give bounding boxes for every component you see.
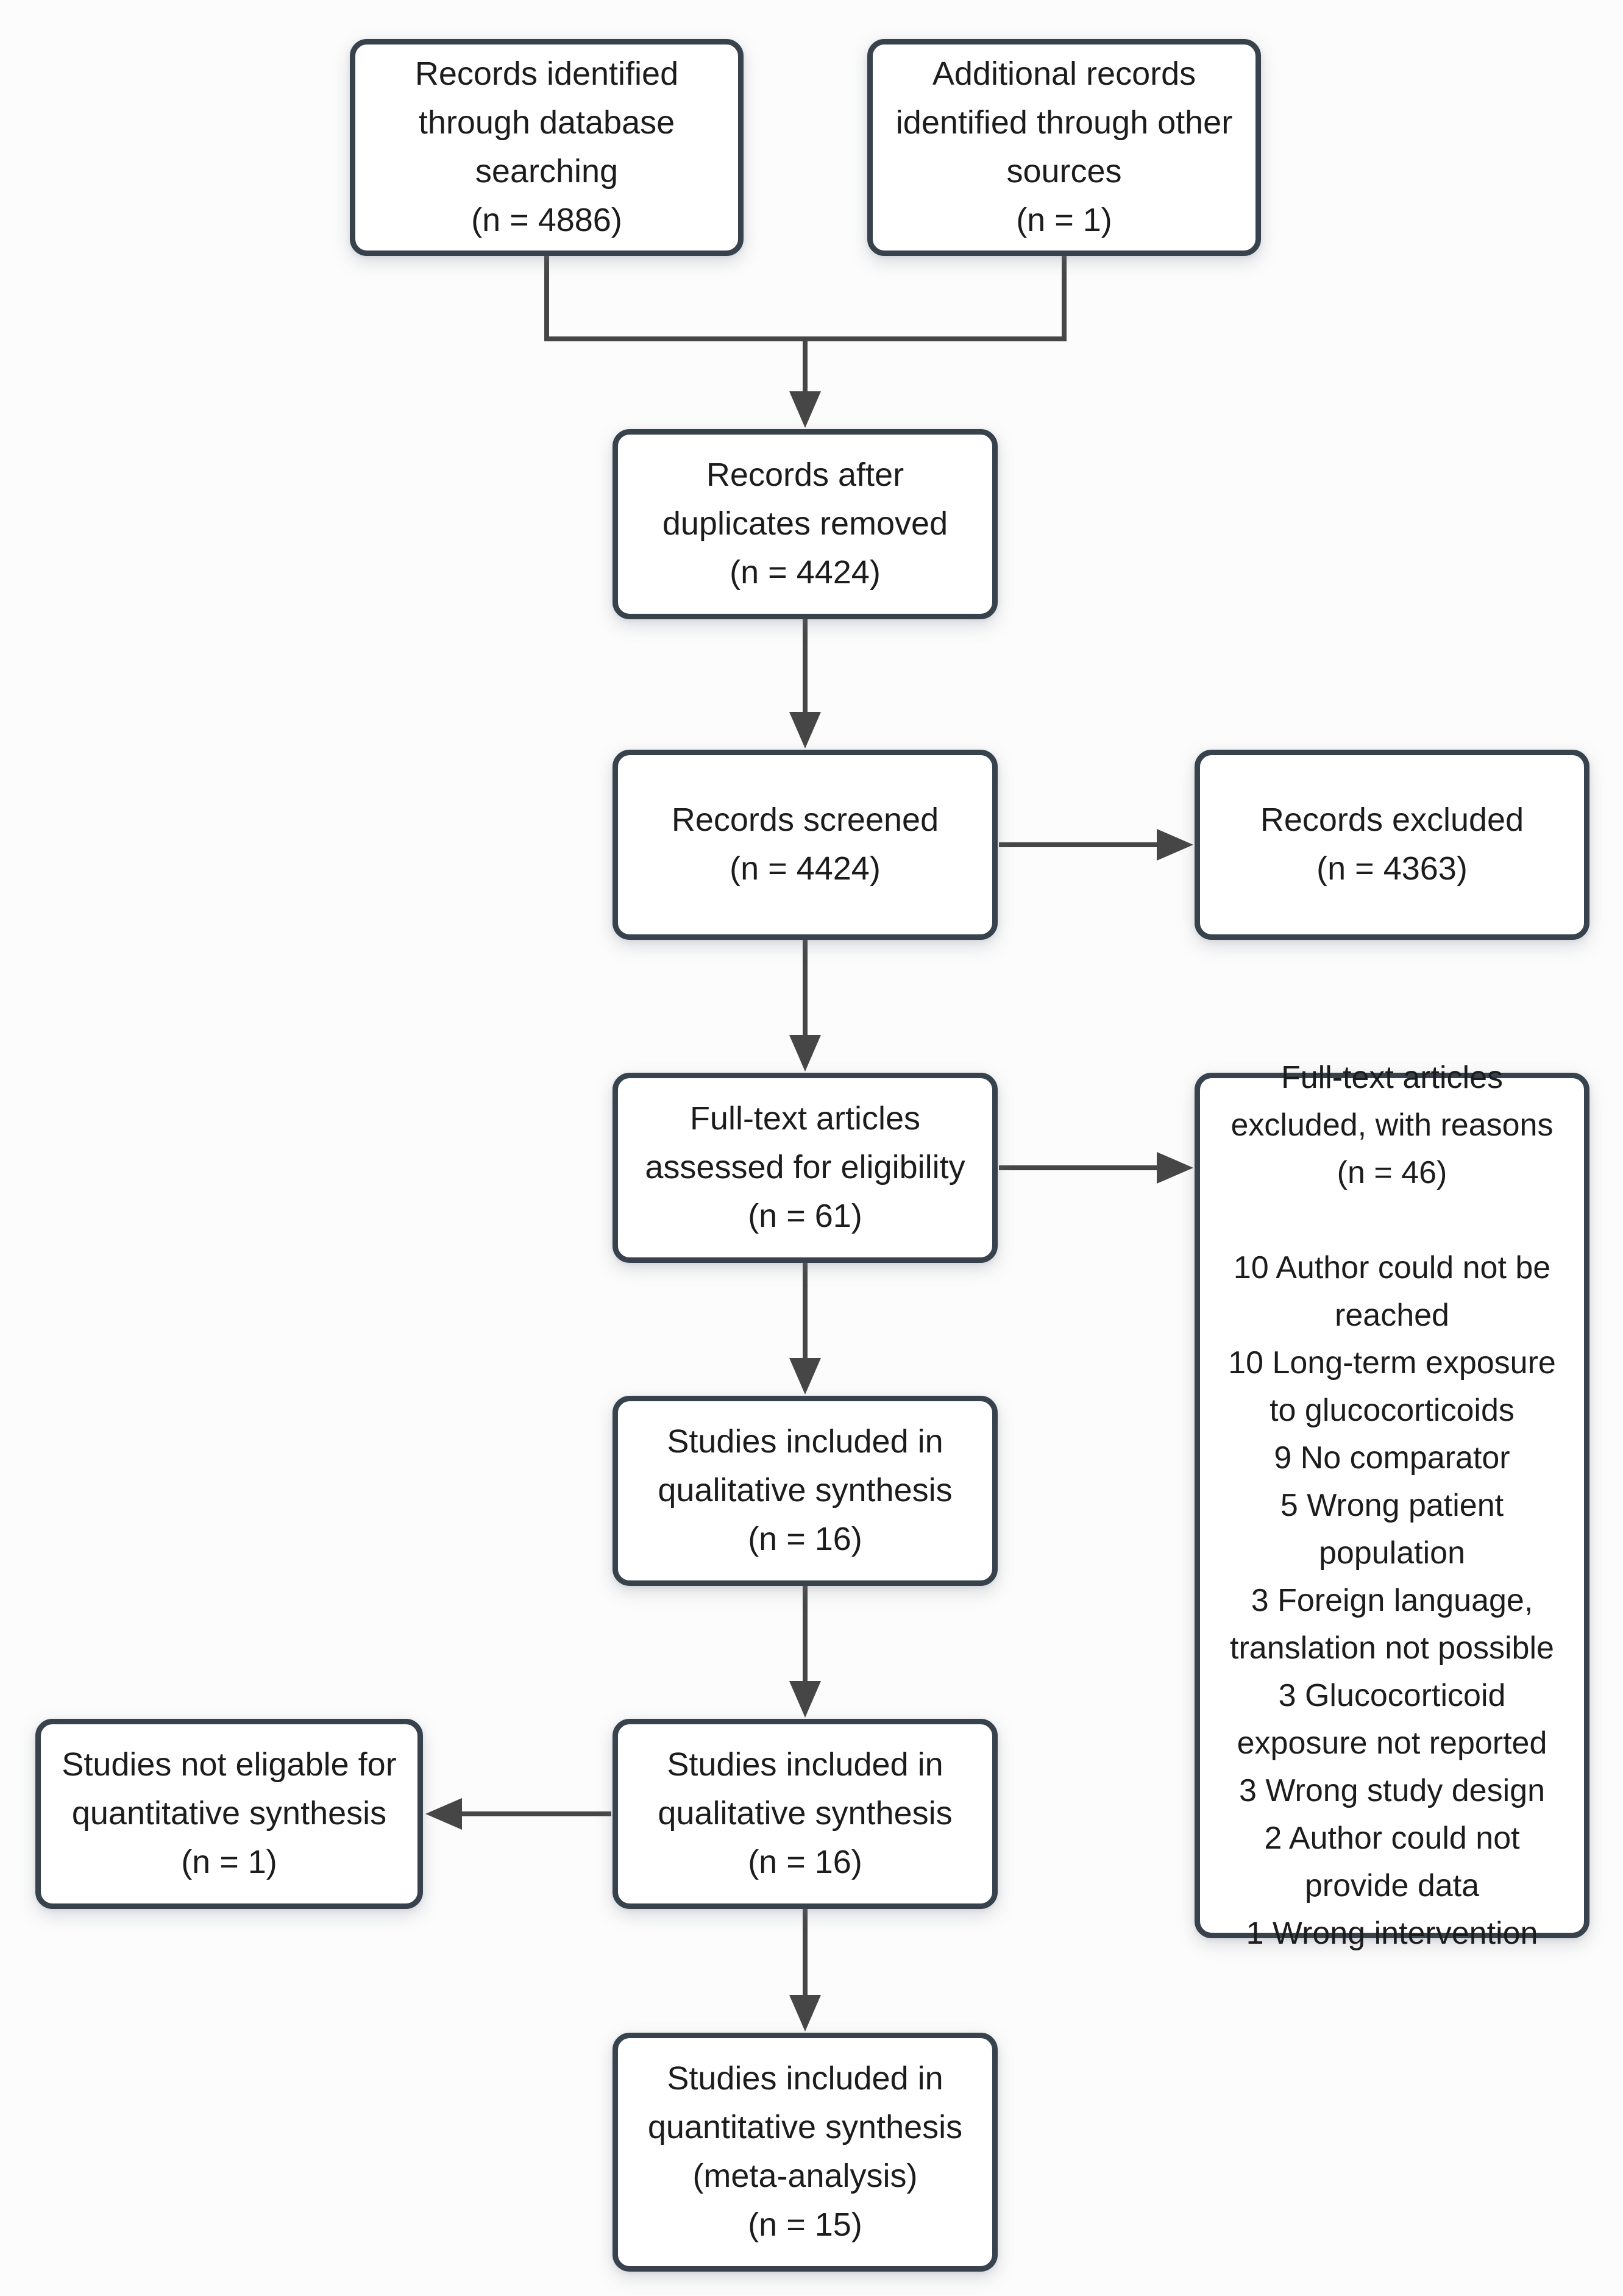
- node-additional-records: Additional records identified through ot…: [867, 39, 1261, 256]
- arrowhead-qualitative2-to-noteligable: [425, 1798, 462, 1830]
- node-quantitative-synthesis-text: Studies included in quantitative synthes…: [647, 2060, 963, 2243]
- node-qualitative-synthesis-2-text: Studies included in qualitative synthesi…: [658, 1746, 953, 1880]
- node-not-eligable-quantitative: Studies not eligable for quantitative sy…: [35, 1719, 423, 1909]
- arrowhead-fulltext-to-reasons: [1157, 1152, 1193, 1184]
- node-fulltext-excluded-reasons: Full-text articles excluded, with reason…: [1195, 1060, 1589, 1951]
- node-qualitative-synthesis-2: Studies included in qualitative synthesi…: [613, 1719, 998, 1909]
- node-fulltext-assessed: Full-text articles assessed for eligibil…: [613, 1073, 998, 1263]
- arrowhead-screened-to-excluded: [1157, 829, 1193, 861]
- node-qualitative-synthesis-1-text: Studies included in qualitative synthesi…: [658, 1423, 953, 1557]
- arrowhead-fulltext-to-qualitative1: [789, 1358, 821, 1395]
- node-fulltext-excluded-reasons-text: Full-text articles excluded, with reason…: [1228, 1060, 1556, 1951]
- node-qualitative-synthesis-1: Studies included in qualitative synthesi…: [613, 1396, 998, 1586]
- arrowhead-screened-to-fulltext: [789, 1035, 821, 1072]
- node-after-duplicates-text: Records after duplicates removed (n = 44…: [662, 457, 948, 591]
- node-after-duplicates: Records after duplicates removed (n = 44…: [613, 429, 998, 619]
- arrowhead-qualitative2-to-quantitative: [789, 1995, 821, 2031]
- node-additional-records-text: Additional records identified through ot…: [895, 55, 1233, 238]
- node-records-excluded-text: Records excluded (n = 4363): [1260, 801, 1524, 887]
- node-quantitative-synthesis: Studies included in quantitative synthes…: [613, 2033, 998, 2272]
- node-records-screened-text: Records screened (n = 4424): [671, 801, 939, 887]
- arrowhead-duplicates-to-screened: [789, 712, 821, 748]
- node-records-excluded: Records excluded (n = 4363): [1195, 750, 1589, 940]
- node-not-eligable-quantitative-text: Studies not eligable for quantitative sy…: [62, 1746, 397, 1880]
- node-fulltext-assessed-text: Full-text articles assessed for eligibil…: [645, 1100, 965, 1234]
- node-records-identified: Records identified through database sear…: [350, 39, 744, 256]
- arrowhead-qualitative1-to-qualitative2: [789, 1681, 821, 1718]
- node-records-identified-text: Records identified through database sear…: [414, 55, 679, 238]
- arrowhead-merge-down: [789, 391, 821, 428]
- node-records-screened: Records screened (n = 4424): [613, 750, 998, 940]
